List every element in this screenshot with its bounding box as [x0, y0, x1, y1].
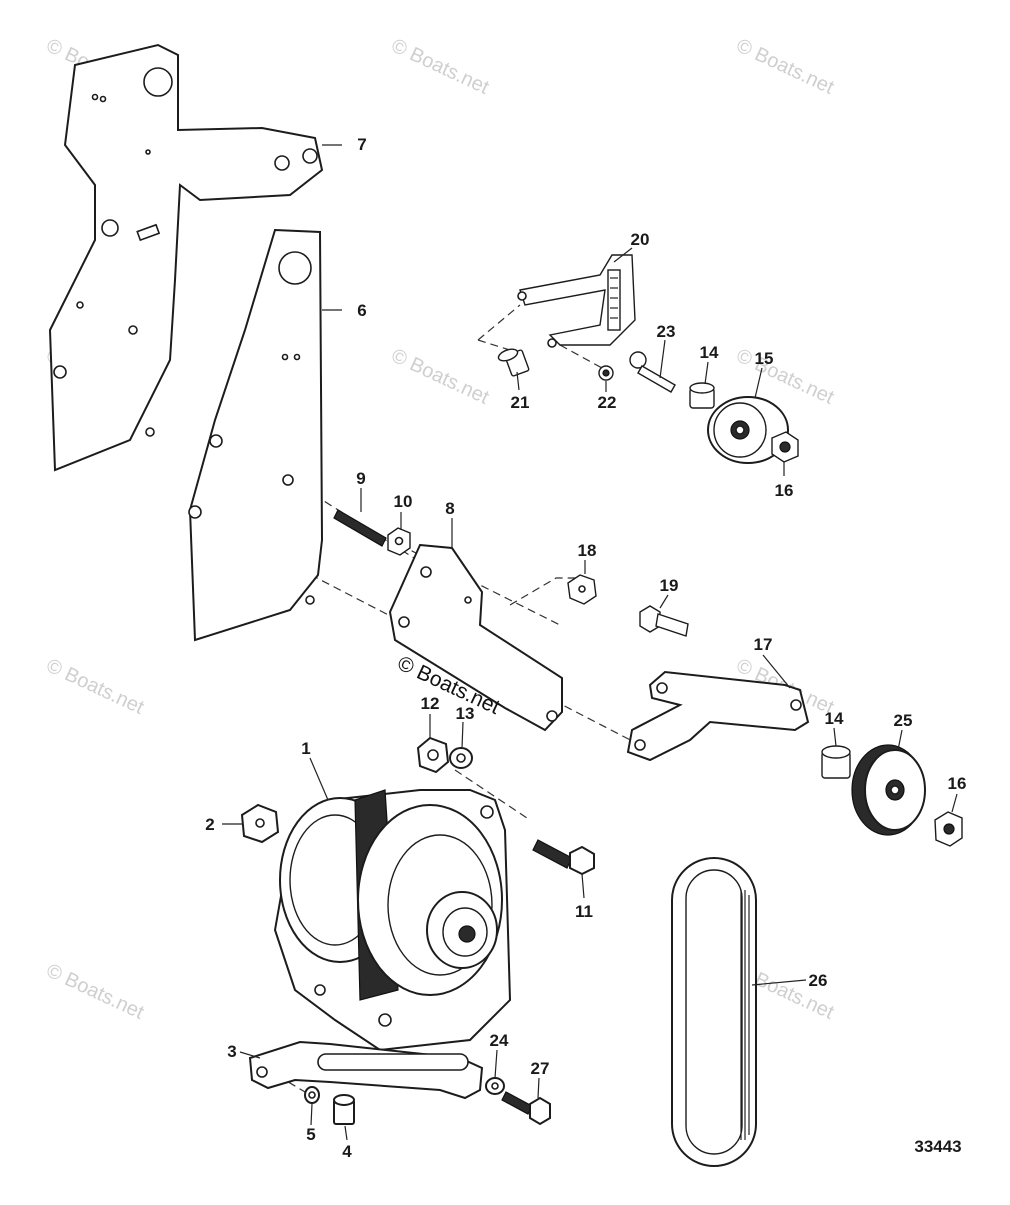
- part-17-pivot-arm: [626, 670, 810, 762]
- label-part-7: 7: [357, 135, 366, 154]
- part-15-idler-pulley: [707, 396, 789, 464]
- label-part-6: 6: [357, 301, 366, 320]
- part-4-bolt: [333, 1094, 355, 1125]
- label-part-2: 2: [205, 815, 214, 834]
- label-part-20: 20: [631, 230, 650, 249]
- part-12-nut: [416, 736, 450, 774]
- part-16-lock-nut-lower: [934, 811, 963, 847]
- label-part-15: 15: [755, 349, 774, 368]
- part-23-adjuster-stud: [629, 351, 676, 393]
- label-part-25: 25: [894, 711, 913, 730]
- label-part-26: 26: [809, 971, 828, 990]
- part-9-threaded-stud: [333, 509, 387, 547]
- label-part-13: 13: [456, 704, 475, 723]
- part-3-adjusting-strap: [248, 1040, 484, 1100]
- part-21-bolt: [497, 348, 530, 377]
- part-22-nut: [598, 365, 614, 381]
- label-part-27: 27: [531, 1059, 550, 1078]
- part-16-lock-nut-upper: [771, 431, 799, 463]
- figure-number: 33443: [914, 1137, 961, 1156]
- part-14-spacer-lower: [821, 745, 851, 779]
- label-part-21: 21: [511, 393, 530, 412]
- label-part-16-lower: 16: [948, 774, 967, 793]
- part-26-serpentine-belt: [671, 857, 757, 1167]
- part-labels: 1 2 3 4 5 6 7 8 9 10 11 12 13 14 14 15 1…: [205, 135, 966, 1161]
- label-part-4: 4: [342, 1142, 352, 1161]
- watermark: © Boats.net: [733, 35, 838, 99]
- label-part-14-lower: 14: [825, 709, 844, 728]
- label-part-10: 10: [394, 492, 413, 511]
- part-27-bolt: [501, 1091, 551, 1126]
- label-part-23: 23: [657, 322, 676, 341]
- label-part-24: 24: [490, 1031, 509, 1050]
- part-2-nut: [240, 803, 280, 844]
- part-20-tensioner-bracket: [517, 254, 636, 348]
- part-25-idler-pulley: [851, 744, 926, 836]
- part-18-nut: [567, 574, 597, 605]
- label-part-16-upper: 16: [775, 481, 794, 500]
- part-24-washer: [485, 1077, 505, 1095]
- part-7-mounting-plate: [48, 43, 324, 472]
- label-part-12: 12: [421, 694, 440, 713]
- part-5-washer: [304, 1086, 320, 1104]
- part-11-bolt: [532, 839, 595, 876]
- watermark: © Boats.net: [43, 960, 148, 1024]
- part-19-bolt: [639, 605, 689, 637]
- label-part-5: 5: [306, 1125, 315, 1144]
- watermark: © Boats.net: [388, 345, 493, 409]
- label-part-22: 22: [598, 393, 617, 412]
- label-part-19: 19: [660, 576, 679, 595]
- label-part-18: 18: [578, 541, 597, 560]
- label-part-3: 3: [227, 1042, 236, 1061]
- leader-lines: [222, 144, 958, 1141]
- watermark: © Boats.net: [388, 35, 493, 99]
- label-part-8: 8: [445, 499, 454, 518]
- label-part-1: 1: [301, 739, 310, 758]
- watermark: © Boats.net: [43, 655, 148, 719]
- part-13-washer: [449, 747, 473, 769]
- part-1-alternator: [273, 789, 512, 1052]
- part-8-bracket: [388, 543, 563, 732]
- label-part-17: 17: [754, 635, 773, 654]
- part-10-nut: [387, 527, 411, 556]
- label-part-14-upper: 14: [700, 343, 719, 362]
- label-part-9: 9: [356, 469, 365, 488]
- label-part-11: 11: [575, 902, 593, 921]
- part-6-support-plate: [188, 228, 324, 642]
- part-14-spacer-upper: [689, 382, 715, 409]
